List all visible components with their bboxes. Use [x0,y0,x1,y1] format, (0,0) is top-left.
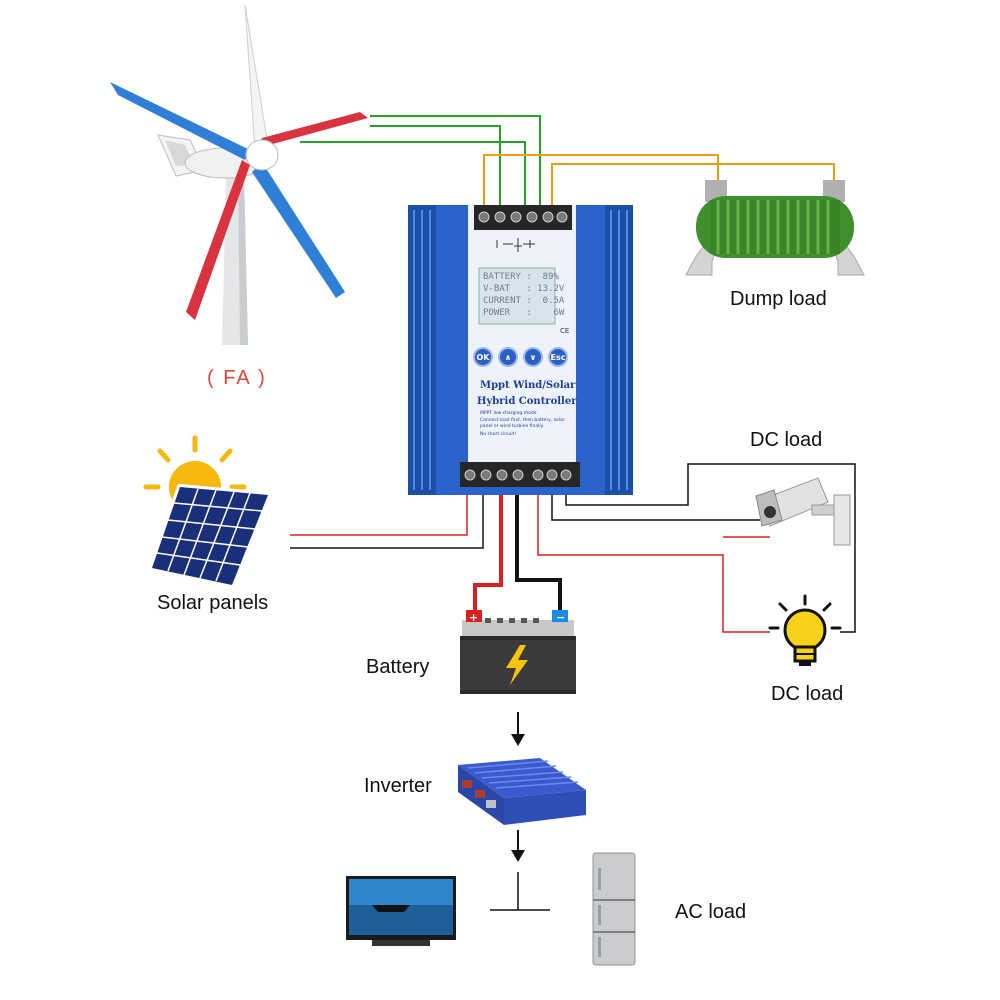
ok-button[interactable]: OK [473,347,493,367]
battery-label: Battery [366,656,429,678]
dump-load-resistor-icon [685,180,865,276]
wind-turbine-icon [110,4,368,345]
solar-wire-red [290,485,468,536]
dcload-wire-black2 [565,463,856,633]
solar-wire-black [290,485,484,549]
controller-note-2: Connect load first, then battery, solar … [480,418,565,429]
dcload-wire-black [551,485,760,521]
up-button[interactable]: ∧ [498,347,518,367]
lcd-screen [478,267,556,325]
television-icon [346,876,456,946]
lcd-line-4: POWER : 6W [483,308,565,318]
refrigerator-icon [592,852,636,966]
ac-load-label: AC load [675,901,746,923]
wind-wire-2 [370,125,501,210]
dump-wire-1 [483,154,719,210]
top-terminal-block [474,205,572,230]
ce-mark: CE [560,327,570,335]
battery-wire-black [515,485,562,610]
wiring [290,115,856,911]
esc-button[interactable]: Esc [548,347,568,367]
dc-load-top-label: DC load [750,429,822,451]
dump-wire-2 [551,163,835,210]
arrowhead-2 [511,850,525,862]
lcd-line-3: CURRENT : 0.5A [483,296,565,306]
light-bulb-icon [768,594,842,666]
cctv-camera-icon [755,477,851,546]
controller-faceplate [468,205,576,475]
solar-panels-label: Solar panels [157,592,268,614]
arrowhead-1 [511,734,525,746]
turbine-symbol-icon [496,238,535,252]
wind-wire-1 [370,115,541,210]
controller [408,205,633,495]
controller-title-line2: Hybrid Controller [477,396,577,407]
battery-icon [460,610,576,694]
lcd-line-2: V-BAT : 13.2V [483,284,565,294]
dcload-wire-red [537,485,770,633]
battery-positive-terminal: + [469,611,478,624]
inverter-label: Inverter [364,775,432,797]
controller-title-line1: Mppt Wind/Solar [480,380,576,391]
down-button[interactable]: ∨ [523,347,543,367]
controller-note-3: No short circuit! [480,432,517,437]
wind-turbine-label: ( FA ) [207,367,267,389]
dump-load-label: Dump load [730,288,827,310]
inverter-icon [458,758,586,825]
lcd-line-1: BATTERY : 89% [483,272,559,282]
solar-panel-icon [143,435,273,589]
battery-wire-red [473,485,503,610]
battery-negative-terminal: − [556,611,565,624]
controller-note-1: MPPT low charging mode [480,411,537,416]
wind-wire-3 [300,141,526,210]
dc-load-bottom-label: DC load [771,683,843,705]
